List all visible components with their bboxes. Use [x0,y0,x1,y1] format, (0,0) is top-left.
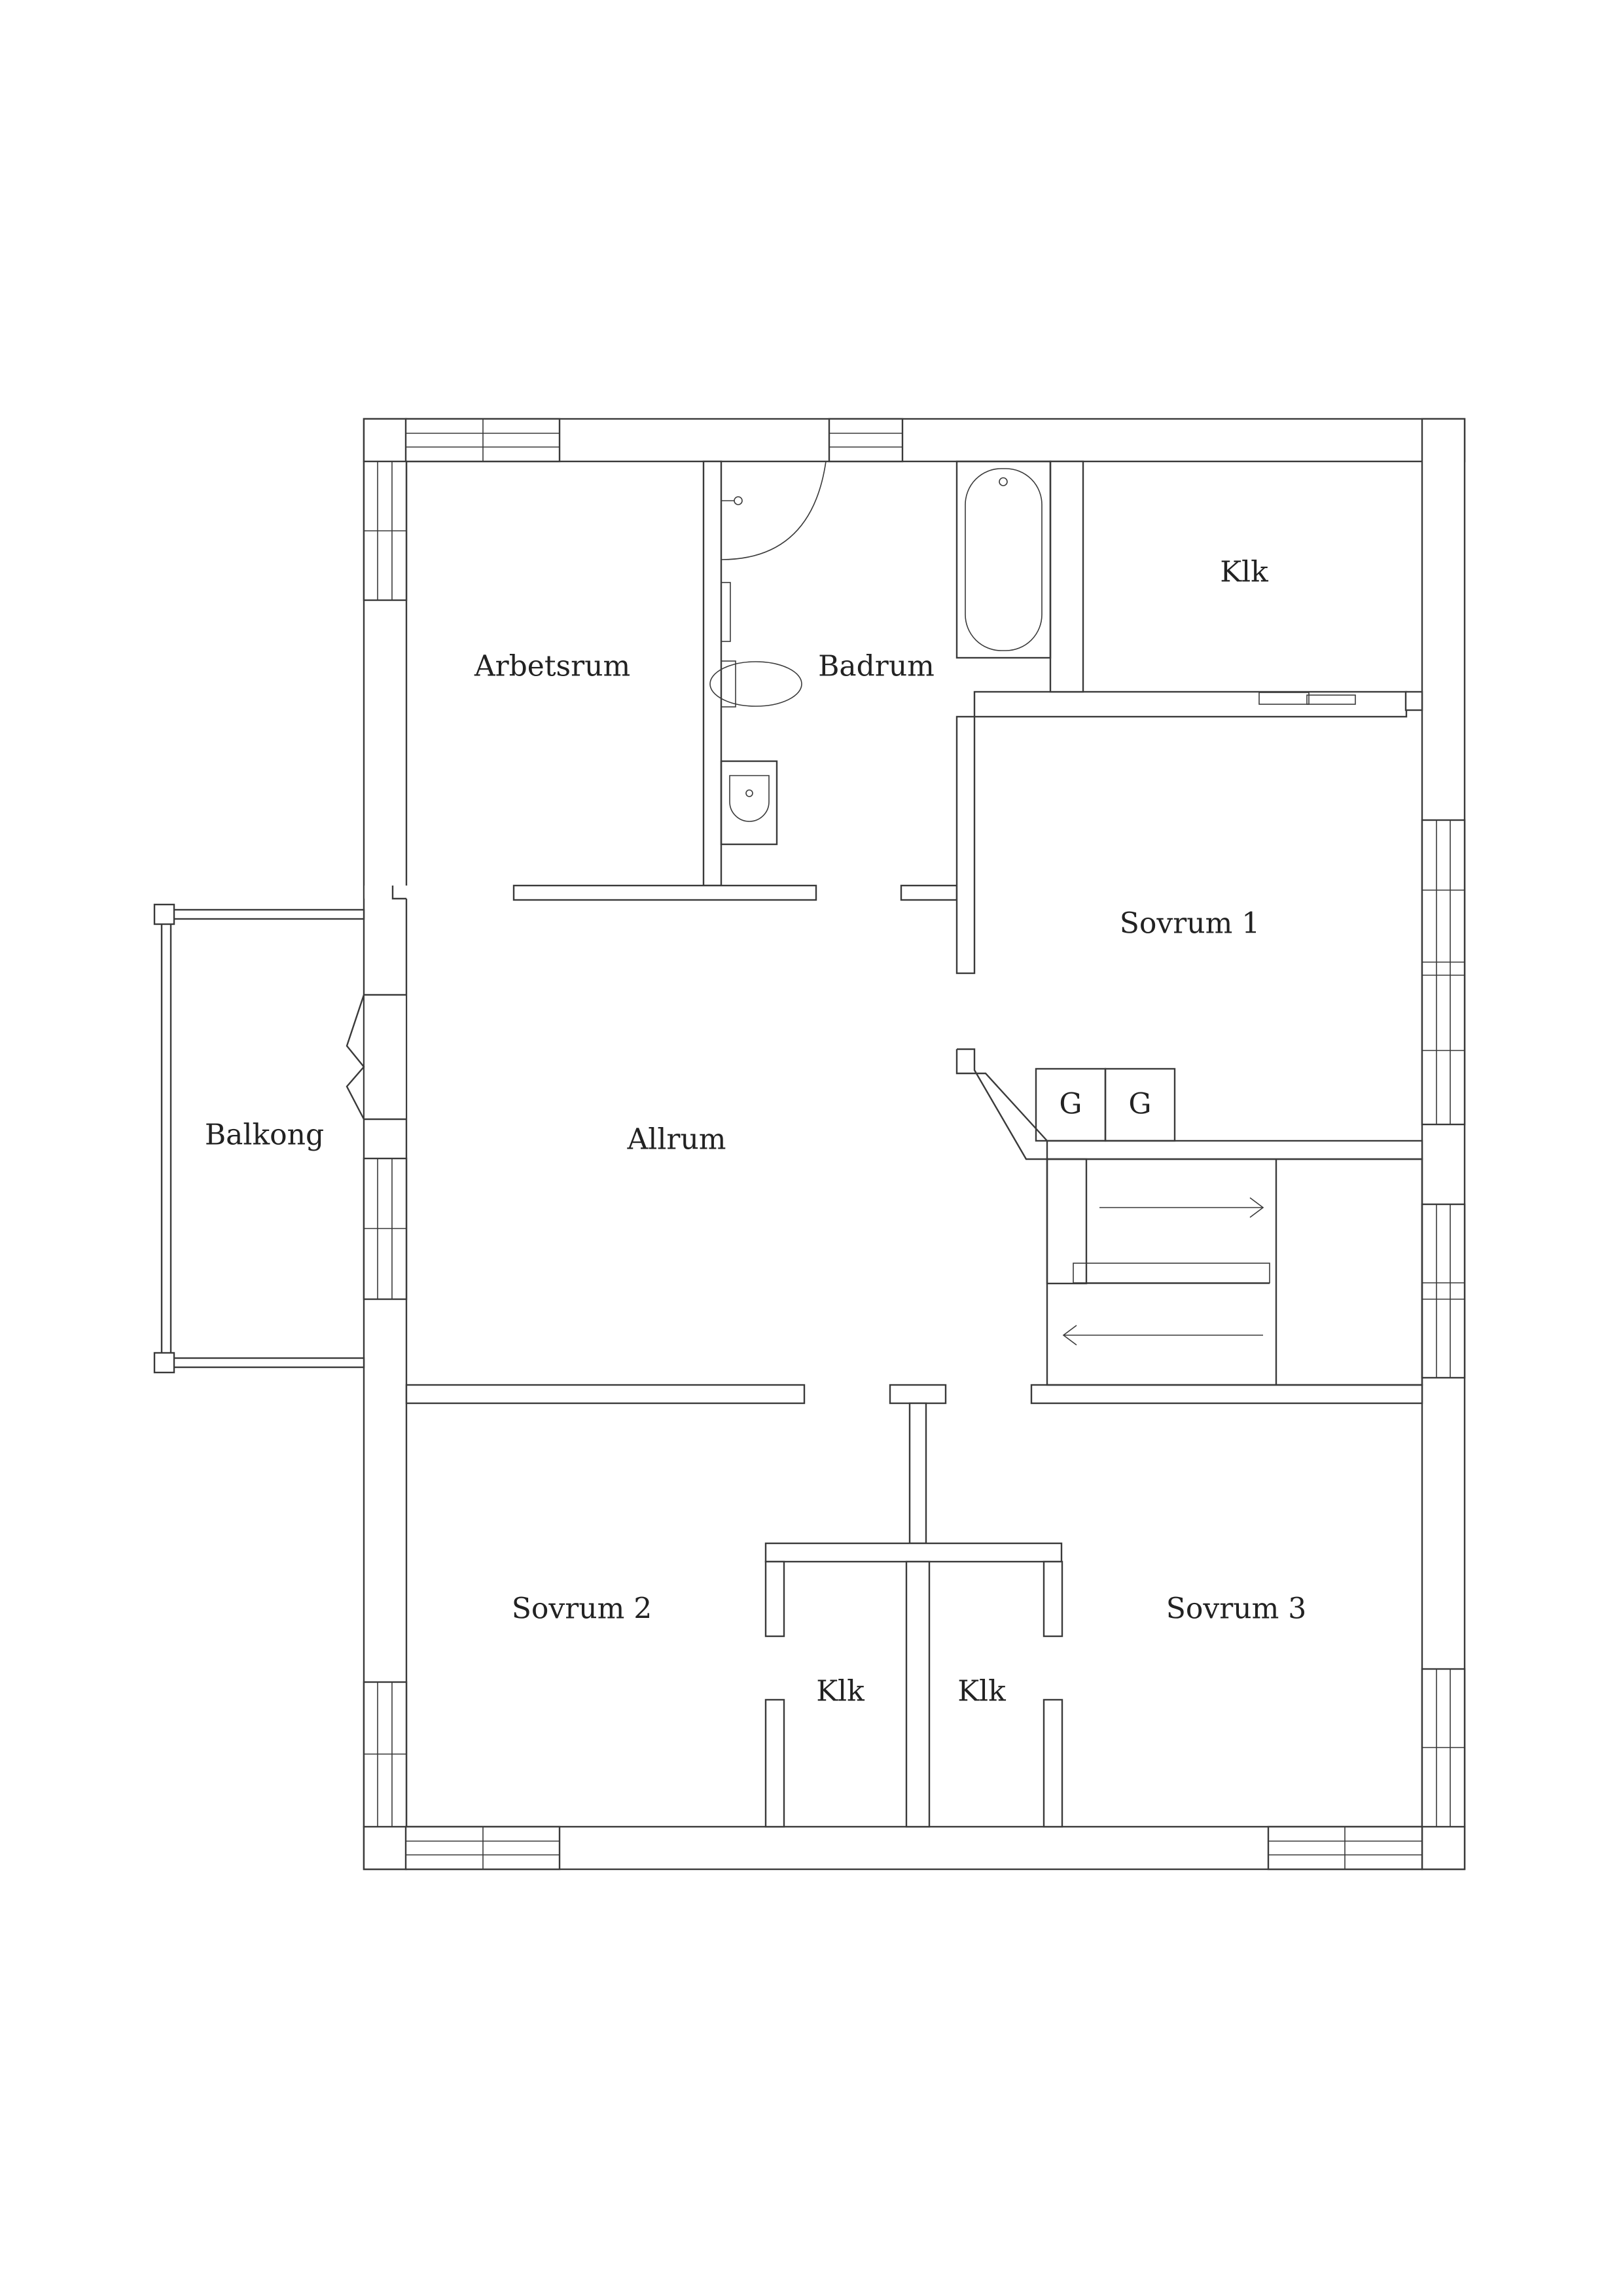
room-label-sovrum3: Sovrum 3 [1166,1592,1307,1626]
sliding-door [1258,692,1356,705]
appliance-label-g2: G [1128,1088,1151,1121]
balcony [153,903,365,1374]
bathroom-fixtures [709,460,1052,846]
room-label-sovrum1: Sovrum 1 [1120,907,1260,941]
balcony-door [346,886,406,1121]
room-label-allrum: Allrum [626,1123,726,1157]
room-label-balkong: Balkong [205,1119,324,1152]
room-label-klk-right: Klk [957,1675,1006,1708]
appliance-box-g2 [1104,1067,1176,1142]
room-label-sovrum2: Sovrum 2 [512,1592,652,1626]
door-openings [365,886,408,1119]
appliance-label-g1: G [1059,1088,1082,1121]
room-label-badrum: Badrum [818,650,935,683]
room-label-arbetsrum: Arbetsrum [474,650,630,683]
room-label-klk-left: Klk [816,1675,865,1708]
staircase [955,1048,1423,1386]
walls [363,418,1466,1871]
room-label-klk-top: Klk [1220,556,1268,589]
windows [363,418,1466,1871]
appliances: G G [1035,1067,1176,1142]
room-labels: Arbetsrum Badrum Klk Sovrum 1 Allrum Bal… [205,556,1306,1708]
